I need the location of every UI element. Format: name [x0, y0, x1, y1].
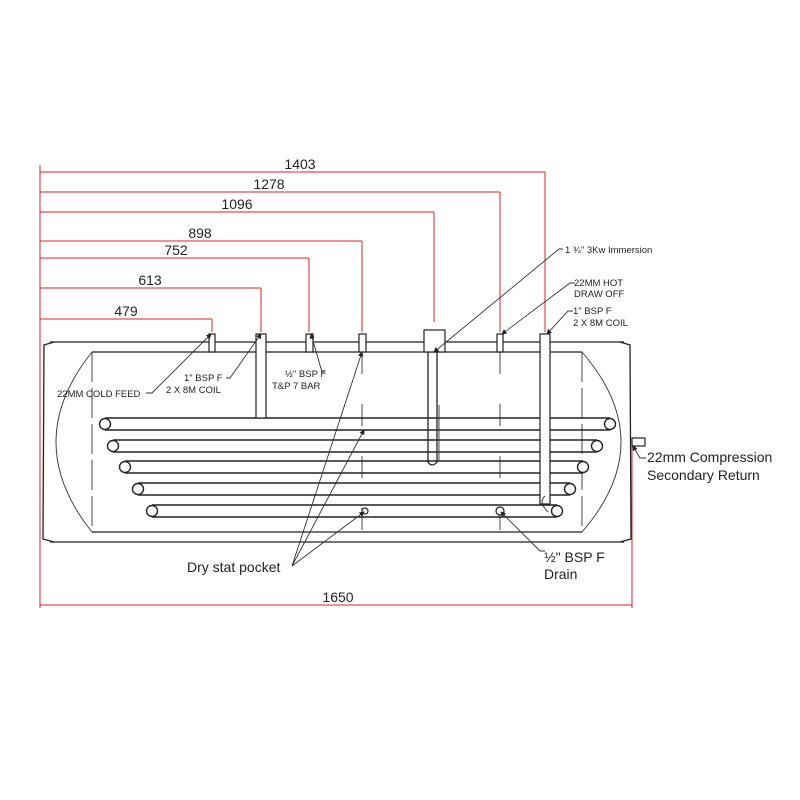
- label-hot-draw-2: DRAW OFF: [574, 289, 625, 300]
- dim-label-479: 479: [114, 303, 138, 319]
- label-secondary-2: Secondary Return: [647, 467, 760, 483]
- coil-run: [113, 439, 597, 453]
- fittings: [208, 329, 646, 516]
- coil-end: [603, 417, 617, 431]
- heating-coils: [98, 417, 617, 518]
- label-secondary-1: 22mm Compression: [647, 449, 772, 465]
- label-coil-left-size: 1" BSP F: [184, 373, 223, 384]
- label-coil-left-length: 2 X 8M COIL: [166, 385, 221, 396]
- dim-label-898: 898: [188, 225, 212, 241]
- coil-end: [118, 460, 132, 474]
- dim-label-752: 752: [164, 242, 188, 258]
- dry-stat-fitting: [358, 333, 367, 353]
- label-immersion: 1 ¾" 3Kw Immersion: [565, 245, 652, 256]
- label-tp-size: ½" BSP F: [285, 369, 326, 380]
- coil-pipe-right: [539, 333, 551, 505]
- dimension-lines: [39, 165, 633, 608]
- label-hot-draw-1: 22MM HOT: [574, 278, 623, 289]
- coil-end: [590, 439, 604, 453]
- secondary-return-fitting: [631, 437, 646, 447]
- coil-end: [131, 482, 145, 496]
- hot-draw-off-fitting: [496, 333, 504, 353]
- label-tp-pressure: T&P 7 BAR: [272, 381, 321, 392]
- coil-end: [145, 504, 159, 518]
- label-drain: Drain: [544, 566, 577, 582]
- coil-run: [105, 417, 610, 431]
- tp-valve-fitting: [305, 333, 314, 353]
- label-drain-size: ½" BSP F: [544, 549, 605, 565]
- label-cold-feed: 22MM COLD FEED: [57, 389, 141, 400]
- coil-pipe-left: [255, 333, 267, 419]
- coil-run: [152, 504, 557, 518]
- immersion-boss: [423, 329, 446, 353]
- cold-feed-fitting: [208, 333, 216, 353]
- dim-label-1096: 1096: [221, 196, 252, 212]
- immersion-element: [427, 352, 438, 466]
- coil-end: [98, 417, 112, 431]
- coil-run: [125, 460, 583, 474]
- leader-lines: [146, 248, 646, 567]
- coil-run: [138, 482, 570, 496]
- dim-label-1403: 1403: [284, 156, 315, 172]
- coil-end: [576, 460, 590, 474]
- dim-label-613: 613: [138, 272, 162, 288]
- coil-end: [563, 482, 577, 496]
- dim-label-1278: 1278: [253, 176, 284, 192]
- label-dry-stat-pocket: Dry stat pocket: [187, 559, 280, 575]
- coil-end: [550, 504, 564, 518]
- label-coil-right-size: 1" BSP F: [573, 306, 612, 317]
- label-coil-right-length: 2 X 8M COIL: [573, 318, 628, 329]
- dim-label-1650: 1650: [322, 589, 353, 605]
- coil-end: [106, 439, 120, 453]
